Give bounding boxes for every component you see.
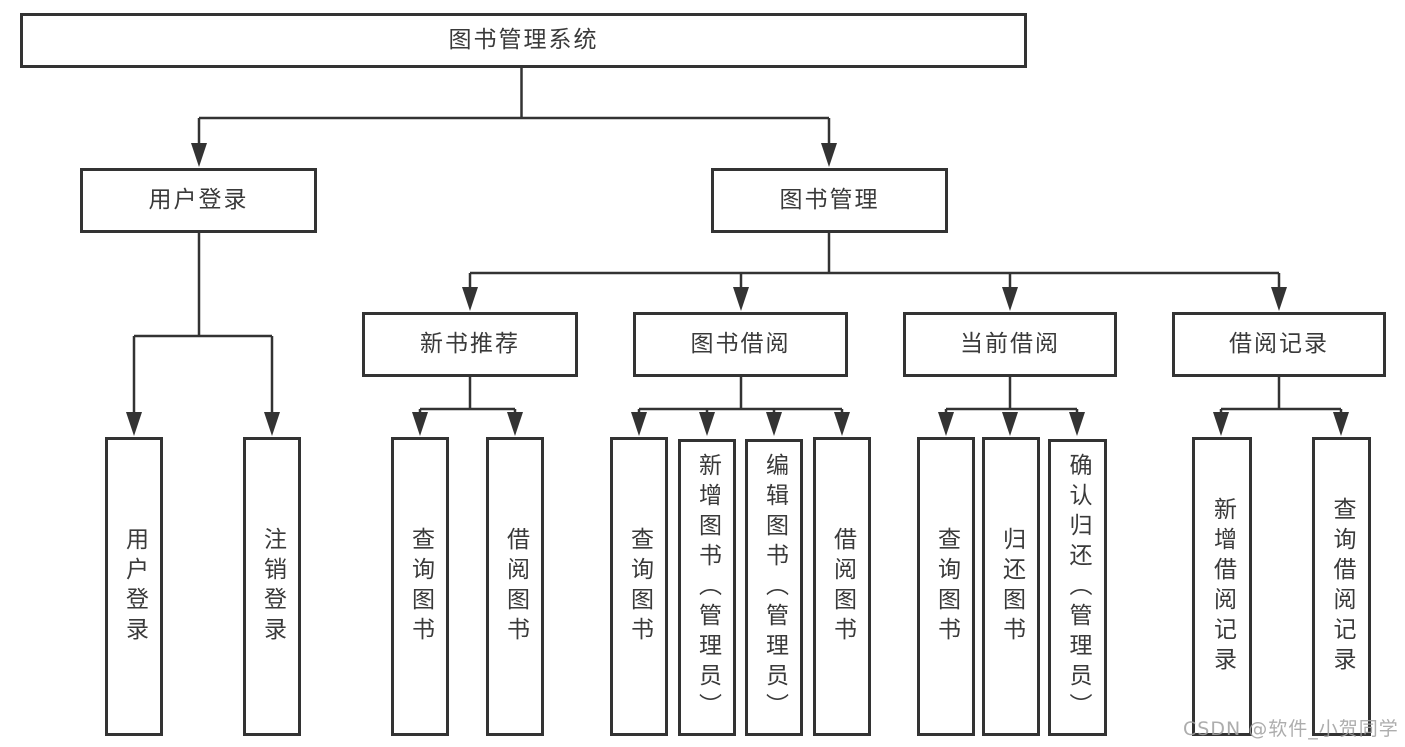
node-leaf-query-books-3: 查询图书 xyxy=(917,437,975,736)
node-user-login: 用户登录 xyxy=(80,168,317,233)
node-new-book-recommend: 新书推荐 xyxy=(362,312,578,377)
node-leaf-borrow-books-1: 借阅图书 xyxy=(486,437,544,736)
node-current-borrowing: 当前借阅 xyxy=(903,312,1117,377)
node-leaf-logout: 注销登录 xyxy=(243,437,301,736)
node-leaf-query-books-2: 查询图书 xyxy=(610,437,668,736)
node-borrowing-records: 借阅记录 xyxy=(1172,312,1386,377)
node-leaf-confirm-return-admin: 确认归还（管理员） xyxy=(1048,439,1107,736)
node-leaf-return-books: 归还图书 xyxy=(982,437,1040,736)
node-book-management: 图书管理 xyxy=(711,168,948,233)
node-library-system: 图书管理系统 xyxy=(20,13,1027,68)
node-book-borrowing: 图书借阅 xyxy=(633,312,848,377)
node-leaf-borrow-books-2: 借阅图书 xyxy=(813,437,871,736)
node-leaf-query-books-1: 查询图书 xyxy=(391,437,449,736)
node-leaf-query-borrow-record: 查询借阅记录 xyxy=(1312,437,1371,736)
node-leaf-add-books-admin: 新增图书（管理员） xyxy=(678,439,736,736)
node-leaf-add-borrow-record: 新增借阅记录 xyxy=(1192,437,1252,736)
arrowhead-group xyxy=(126,143,1349,436)
node-leaf-user-login: 用户登录 xyxy=(105,437,163,736)
node-leaf-edit-books-admin: 编辑图书（管理员） xyxy=(745,439,803,736)
csdn-watermark: CSDN @软件_小贺同学 xyxy=(1183,718,1399,740)
